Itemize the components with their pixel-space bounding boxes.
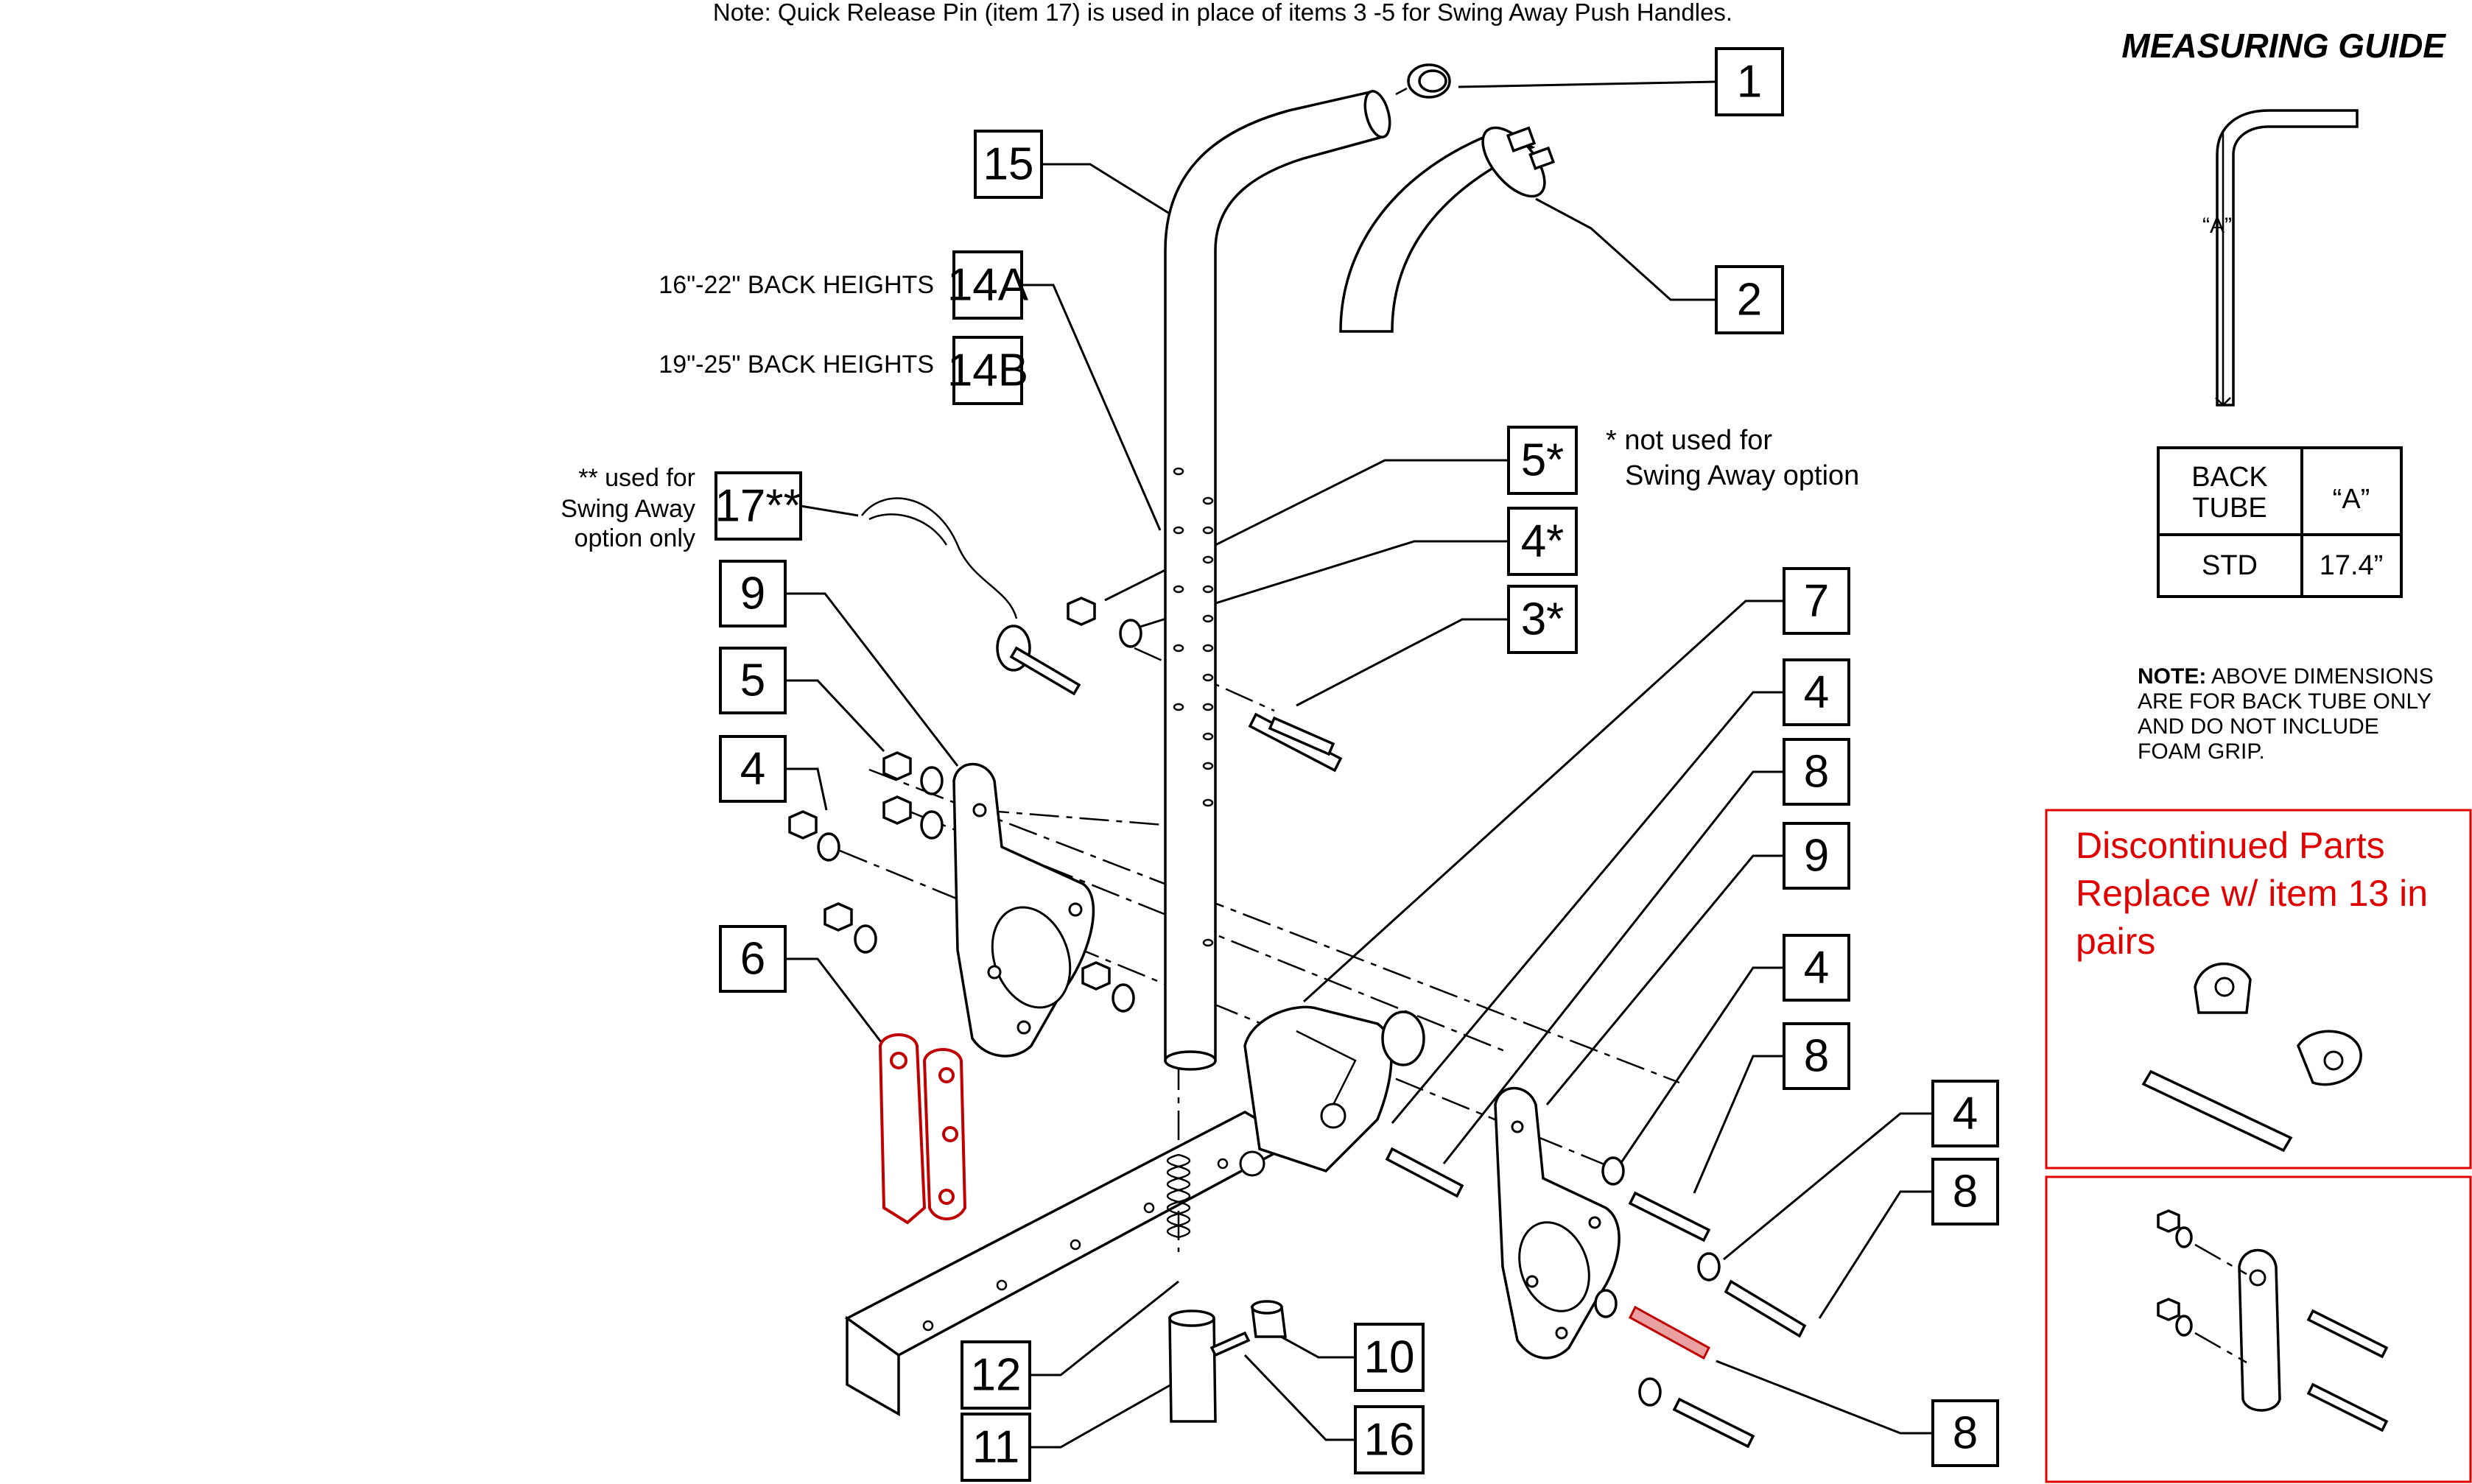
discontinued-line-1: Discontinued Parts bbox=[2076, 825, 2385, 866]
svg-text:8: 8 bbox=[1953, 1408, 1978, 1459]
svg-text:4: 4 bbox=[1804, 667, 1829, 718]
callout-10: 10 bbox=[1354, 1323, 1425, 1392]
callout-8-bottom: 8 bbox=[1931, 1399, 1999, 1467]
svg-text:8: 8 bbox=[1804, 747, 1829, 798]
receiver-bracket-7 bbox=[1239, 1005, 1425, 1177]
callout-6: 6 bbox=[719, 925, 787, 993]
table-cell-value: 17.4” bbox=[2320, 550, 2384, 581]
callout-4-left: 4 bbox=[719, 735, 787, 803]
svg-text:17**: 17** bbox=[714, 481, 801, 532]
svg-text:4: 4 bbox=[1953, 1089, 1978, 1139]
callout-16: 16 bbox=[1354, 1405, 1425, 1474]
label-back-16-22: 16"-22" BACK HEIGHTS bbox=[659, 271, 934, 299]
svg-text:8: 8 bbox=[1953, 1167, 1978, 1217]
hardware-left bbox=[788, 597, 1343, 1013]
svg-text:9: 9 bbox=[1804, 831, 1829, 882]
callout-1: 1 bbox=[1715, 47, 1784, 116]
table-header-back-tube-2: TUBE bbox=[2192, 493, 2266, 524]
bolts bbox=[1268, 716, 1807, 1449]
svg-text:1: 1 bbox=[1737, 57, 1762, 108]
svg-text:5: 5 bbox=[740, 655, 765, 706]
dim-a-label: “A” bbox=[2202, 214, 2232, 238]
callout-8-r1: 8 bbox=[1783, 738, 1850, 806]
callout-11: 11 bbox=[961, 1413, 1031, 1482]
measuring-guide: MEASURING GUIDE “A” BACK TUBE “A” STD 17… bbox=[2121, 27, 2446, 764]
pivot-plate-9-right bbox=[1494, 1086, 1721, 1407]
bracket-6 bbox=[878, 1033, 967, 1225]
callout-8-r2: 8 bbox=[1783, 1022, 1850, 1090]
label-used-for-3: option only bbox=[575, 524, 695, 552]
dowel-16 bbox=[1209, 1331, 1251, 1357]
svg-text:16: 16 bbox=[1364, 1415, 1415, 1466]
discontinued-parts-box: Discontinued Parts Replace w/ item 13 in… bbox=[2045, 809, 2472, 1170]
guide-note-line-2: ARE FOR BACK TUBE ONLY bbox=[2138, 689, 2431, 714]
callout-4-r1: 4 bbox=[1783, 658, 1850, 726]
callout-17: 17** bbox=[714, 471, 802, 541]
svg-text:14B: 14B bbox=[947, 345, 1028, 396]
callout-15: 15 bbox=[974, 130, 1043, 199]
label-used-for-1: ** used for bbox=[578, 464, 695, 492]
table-header-back-tube: BACK bbox=[2191, 462, 2267, 493]
item-13-box bbox=[2045, 1175, 2472, 1483]
callout-8-r3: 8 bbox=[1931, 1158, 1999, 1225]
callout-5-star: 5* bbox=[1507, 426, 1578, 495]
guide-note-line-1: NOTE: ABOVE DIMENSIONS bbox=[2138, 664, 2434, 689]
svg-text:10: 10 bbox=[1364, 1332, 1415, 1383]
callout-2: 2 bbox=[1715, 265, 1784, 334]
svg-text:15: 15 bbox=[983, 139, 1034, 190]
discontinued-line-2: Replace w/ item 13 in bbox=[2076, 873, 2428, 914]
push-handle-2 bbox=[1339, 126, 1556, 333]
table-header-a: “A” bbox=[2333, 484, 2370, 515]
measuring-guide-title: MEASURING GUIDE bbox=[2121, 27, 2446, 65]
callout-12: 12 bbox=[961, 1340, 1031, 1410]
end-cap-1 bbox=[1407, 63, 1451, 99]
svg-text:4*: 4* bbox=[1521, 516, 1565, 567]
svg-text:4: 4 bbox=[740, 744, 765, 795]
callout-14B: 14B bbox=[947, 336, 1028, 405]
callout-4-r2: 4 bbox=[1783, 934, 1850, 1002]
svg-text:5*: 5* bbox=[1521, 435, 1565, 486]
callout-4-r3: 4 bbox=[1931, 1080, 1999, 1147]
callout-5-left: 5 bbox=[719, 647, 787, 714]
svg-text:3*: 3* bbox=[1521, 594, 1565, 645]
spring-12 bbox=[1166, 1153, 1191, 1239]
label-not-used-1: * not used for bbox=[1606, 425, 1772, 456]
back-tube-15 bbox=[1164, 90, 1391, 1071]
svg-text:9: 9 bbox=[740, 569, 765, 619]
svg-text:14A: 14A bbox=[947, 260, 1029, 311]
svg-text:12: 12 bbox=[971, 1350, 1022, 1401]
discontinued-line-3: pairs bbox=[2076, 921, 2155, 962]
svg-text:8: 8 bbox=[1804, 1031, 1829, 1082]
pin-10 bbox=[1251, 1300, 1287, 1338]
table-cell-std: STD bbox=[2202, 550, 2258, 581]
callout-7: 7 bbox=[1783, 567, 1850, 635]
socket-11 bbox=[1168, 1309, 1217, 1423]
callout-9-left: 9 bbox=[719, 560, 787, 627]
label-back-19-25: 19"-25" BACK HEIGHTS bbox=[659, 351, 934, 379]
callout-9-right: 9 bbox=[1783, 822, 1850, 890]
callout-4-star: 4* bbox=[1507, 507, 1578, 576]
svg-text:6: 6 bbox=[740, 934, 765, 985]
svg-text:7: 7 bbox=[1804, 576, 1829, 627]
svg-text:11: 11 bbox=[972, 1422, 1019, 1473]
guide-note-line-3: AND DO NOT INCLUDE bbox=[2138, 714, 2379, 739]
label-used-for-2: Swing Away bbox=[561, 495, 695, 523]
callout-3-star: 3* bbox=[1507, 585, 1578, 654]
callout-14A: 14A bbox=[947, 250, 1029, 320]
svg-text:2: 2 bbox=[1737, 275, 1762, 326]
top-note: Note: Quick Release Pin (item 17) is use… bbox=[713, 0, 1732, 26]
guide-note-line-4: FOAM GRIP. bbox=[2138, 739, 2265, 764]
svg-text:4: 4 bbox=[1804, 943, 1829, 994]
label-not-used-2: Swing Away option bbox=[1625, 460, 1859, 491]
quick-release-pin-17 bbox=[861, 497, 1081, 696]
leader-lines bbox=[785, 80, 1933, 1449]
pivot-plate-9-left bbox=[952, 762, 1095, 1058]
